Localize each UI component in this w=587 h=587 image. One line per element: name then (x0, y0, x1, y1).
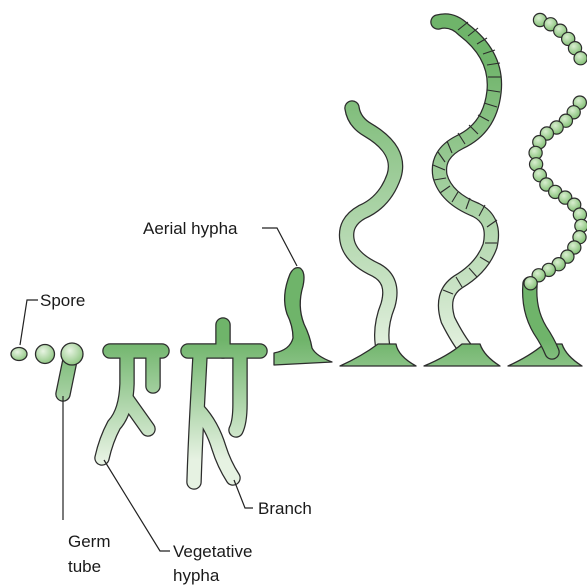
label-germ-tube-line2: tube (68, 557, 101, 576)
label-germ-tube-line1: Germ (68, 532, 111, 551)
labels: Spore Germ tube Vegetative hypha Branch … (40, 219, 312, 585)
spore-leader (20, 300, 38, 345)
label-vegetative-line2: hypha (173, 566, 220, 585)
vegetative-hypha-branched (188, 325, 260, 482)
aerial-leader (262, 228, 297, 266)
spore-chain-hypha (508, 13, 587, 366)
spore-beads (524, 13, 587, 290)
swelling-spore (36, 345, 55, 364)
spore-stage (11, 343, 83, 394)
label-aerial-hypha: Aerial hypha (143, 219, 238, 238)
label-branch: Branch (258, 499, 312, 518)
spore (11, 348, 27, 361)
label-spore: Spore (40, 291, 85, 310)
vegetative-leader (104, 460, 170, 551)
spore-bead (574, 52, 587, 65)
label-vegetative-line1: Vegetative (173, 542, 252, 561)
septating-aerial-hypha (424, 21, 501, 366)
mature-aerial-hypha (340, 108, 416, 366)
young-aerial-hypha (274, 268, 332, 365)
germinating-spore (61, 343, 83, 394)
vegetative-hypha-small (102, 351, 162, 458)
spore-bead (524, 277, 537, 290)
